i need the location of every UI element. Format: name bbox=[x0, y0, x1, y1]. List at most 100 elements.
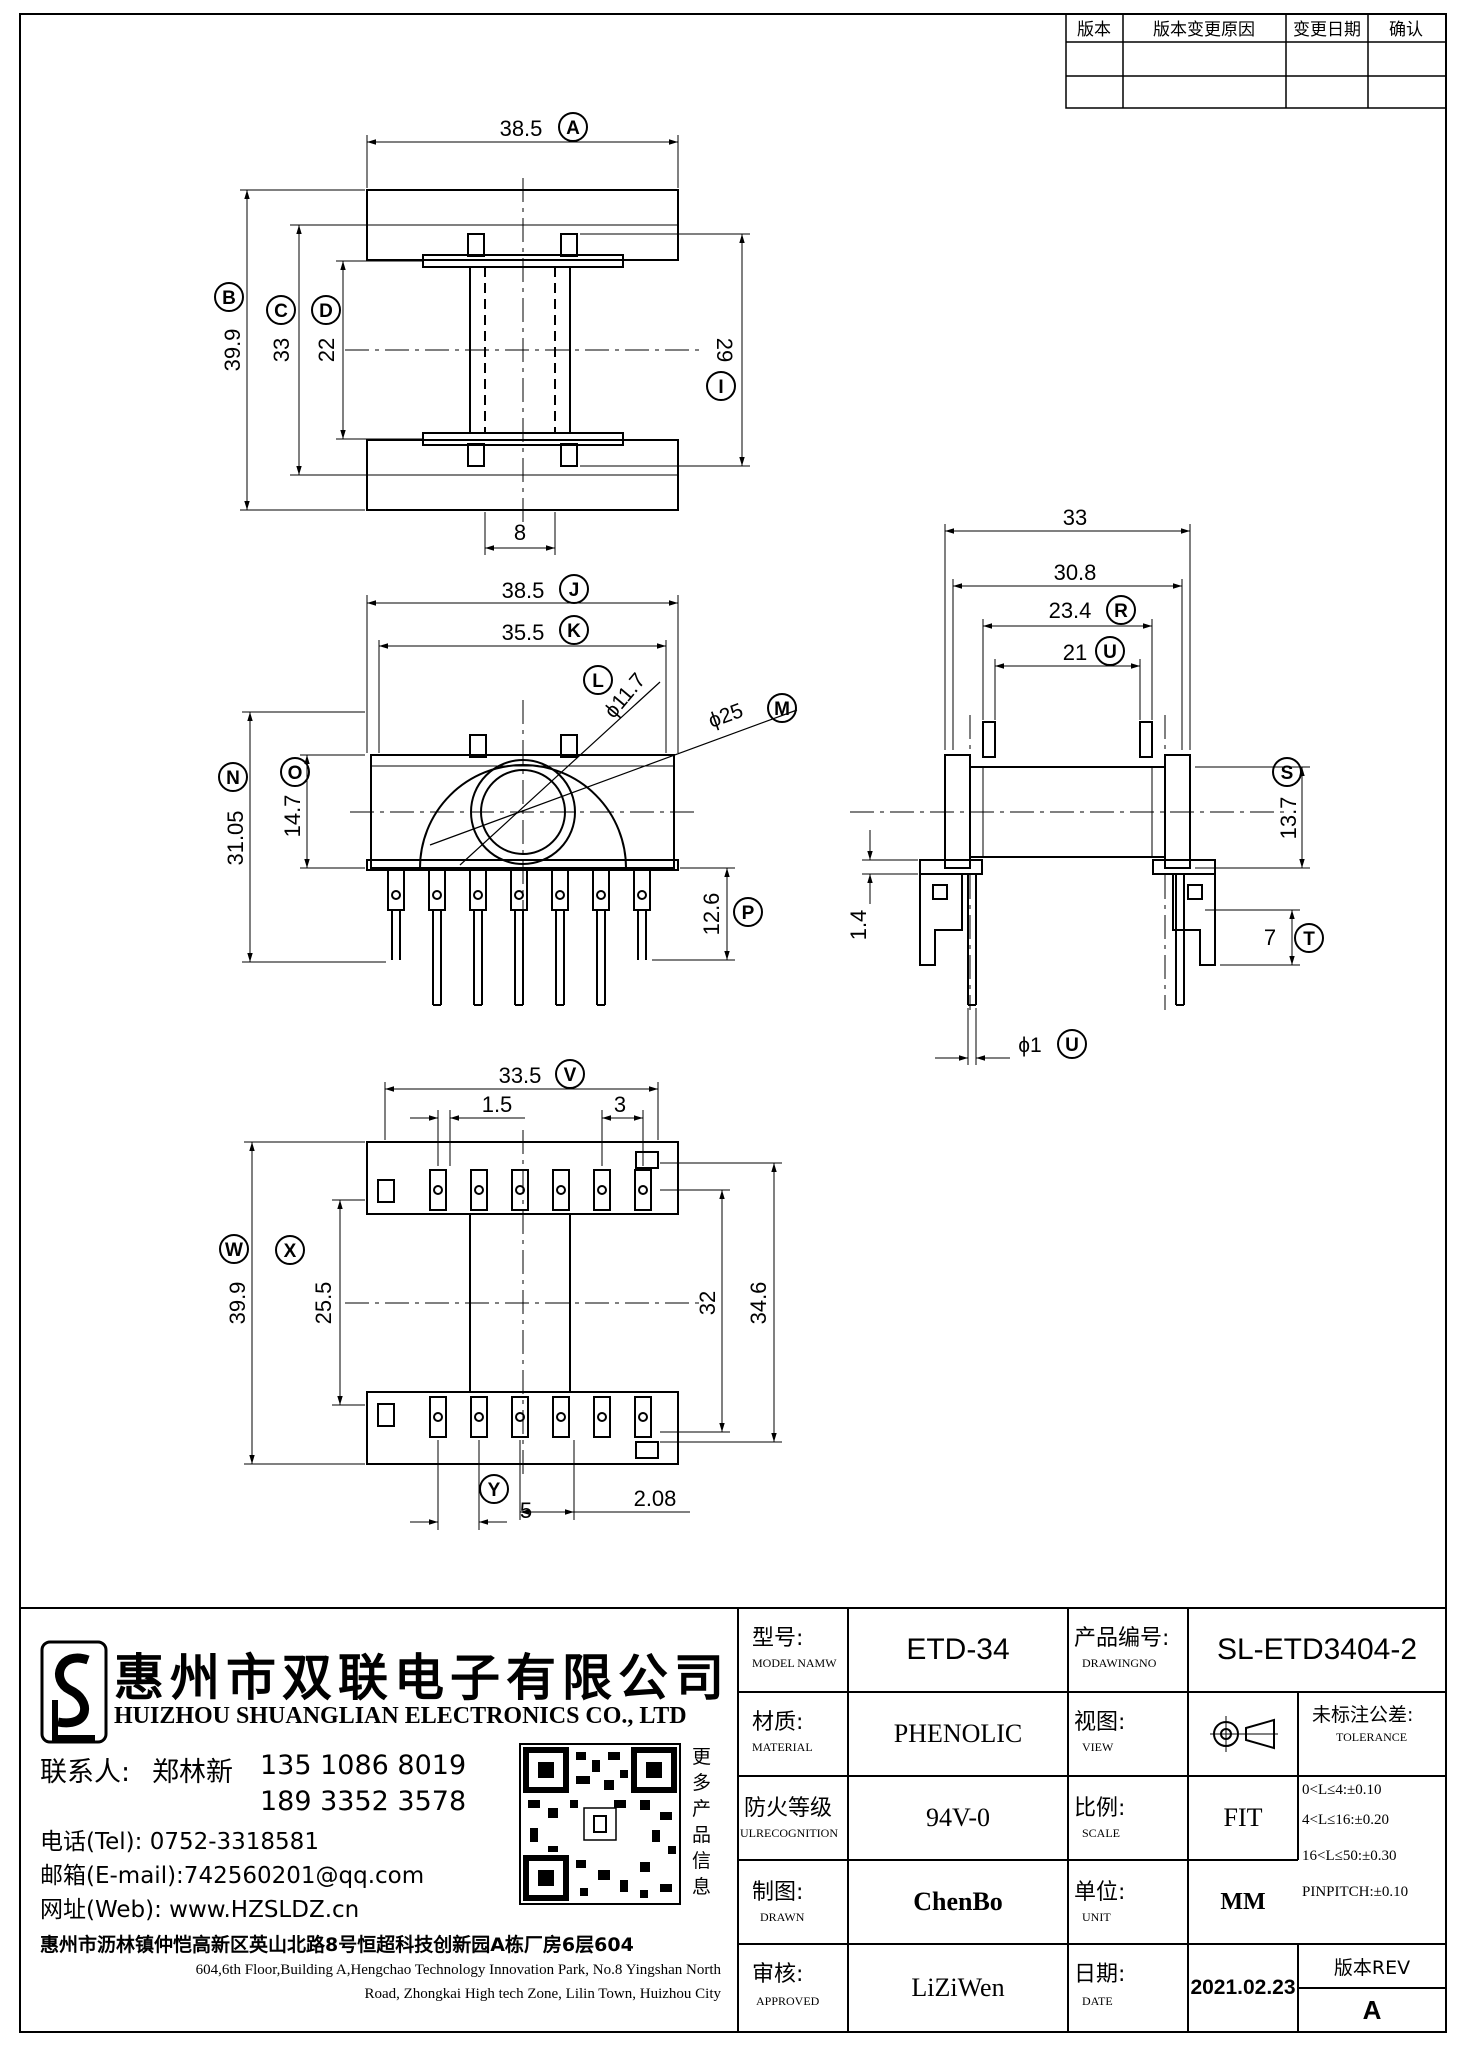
dim-v-value: 33.5 bbox=[499, 1063, 542, 1088]
dim-o-balloon bbox=[280, 757, 310, 787]
unit-label: 单位: bbox=[1074, 1880, 1126, 1905]
dim-m-value: ϕ25 bbox=[705, 699, 746, 733]
dim-pin-dia-value: ϕ1 bbox=[1018, 1034, 1041, 1057]
model-label: 型号: bbox=[752, 1626, 804, 1651]
side-view-dims bbox=[862, 524, 1310, 1065]
dim-l-label: L bbox=[592, 671, 604, 692]
qr-caption-5: 息 bbox=[692, 1876, 712, 1898]
qr-caption-0: 更 bbox=[692, 1746, 712, 1768]
fire-rating-label-en: ULRECOGNITION bbox=[740, 1826, 838, 1840]
scale-label: 比例: bbox=[1074, 1796, 1126, 1821]
dim-i-label: I bbox=[718, 377, 723, 398]
drawn-value: ChenBo bbox=[913, 1887, 1003, 1916]
dim-o-label: O bbox=[288, 763, 303, 784]
dim-x-balloon bbox=[275, 1235, 305, 1265]
dim-p-label: P bbox=[742, 903, 755, 924]
bottom-view bbox=[345, 1130, 700, 1480]
dim-thick-value: 1.4 bbox=[846, 910, 871, 941]
dim-pin-label: U bbox=[1065, 1035, 1079, 1056]
dim-w-value: 39.9 bbox=[225, 1282, 250, 1325]
dim-i-value: 29 bbox=[712, 338, 737, 362]
dim-y-label: Y bbox=[488, 1480, 501, 1501]
dim-u-balloon bbox=[1095, 636, 1125, 666]
company-tel: 电话(Tel): 0752-3318581 bbox=[40, 1829, 319, 1855]
company-logo bbox=[40, 1640, 108, 1744]
dim-c-value: 33 bbox=[269, 338, 294, 362]
dim-pin-balloon bbox=[1057, 1029, 1087, 1059]
model-label-en: MODEL NAMW bbox=[752, 1656, 837, 1670]
drawn-label-en: DRAWN bbox=[760, 1910, 805, 1924]
qr-caption-3: 品 bbox=[692, 1824, 712, 1846]
model-value: ETD-34 bbox=[906, 1633, 1010, 1666]
dim-b-balloon bbox=[214, 282, 244, 312]
view-label-en: VIEW bbox=[1082, 1740, 1114, 1754]
material-label-en: MATERIAL bbox=[752, 1740, 813, 1754]
unit-value: MM bbox=[1220, 1888, 1266, 1915]
approved-label: 审核: bbox=[752, 1962, 804, 1987]
dim-pitch-small-value: 1.5 bbox=[482, 1092, 513, 1117]
company-name-cn: 惠州市双联电子有限公司 bbox=[114, 1649, 730, 1707]
qr-caption-4: 信 bbox=[692, 1850, 712, 1872]
dim-p-balloon bbox=[733, 897, 763, 927]
drawing-number: SL-ETD3404-2 bbox=[1216, 1633, 1418, 1666]
tolerance-line-4: PINPITCH:±0.10 bbox=[1302, 1884, 1409, 1900]
dim-c-label: C bbox=[274, 301, 288, 322]
sheet-border bbox=[19, 13, 1447, 2033]
dim-side-flange-value: 30.8 bbox=[1054, 560, 1097, 585]
fire-rating-value: 94V-0 bbox=[925, 1803, 991, 1832]
contact-label: 联系人: bbox=[40, 1757, 131, 1788]
tolerance-line-2: 4<L≤16:±0.20 bbox=[1302, 1812, 1390, 1828]
front-view-dims bbox=[242, 595, 735, 963]
dim-32-value: 32 bbox=[695, 1291, 720, 1315]
dim-r-label: R bbox=[1114, 601, 1128, 622]
qr-caption-2: 产 bbox=[692, 1798, 712, 1820]
revision-value: A bbox=[1362, 1994, 1382, 2025]
side-view bbox=[850, 715, 1290, 1010]
dim-p-value: 12.6 bbox=[699, 893, 724, 936]
dim-j-balloon bbox=[559, 574, 589, 604]
dim-u-label: U bbox=[1103, 642, 1117, 663]
rev-header-reason: 版本变更原因 bbox=[1153, 20, 1255, 40]
rev-header-confirm: 确认 bbox=[1389, 20, 1423, 40]
tolerance-label-en: TOLERANCE bbox=[1336, 1730, 1408, 1744]
dim-a-label: A bbox=[566, 118, 580, 139]
company-email: 邮箱(E-mail):742560201@qq.com bbox=[40, 1863, 425, 1889]
revision-label: 版本REV bbox=[1333, 1956, 1411, 1979]
dim-b-value: 39.9 bbox=[220, 329, 245, 372]
dim-k-balloon bbox=[559, 615, 589, 645]
address-en-2: Road, Zhongkai High tech Zone, Lilin Tow… bbox=[364, 1986, 721, 2002]
dim-o-value: 14.7 bbox=[280, 795, 305, 838]
qr-code bbox=[519, 1743, 681, 1905]
dim-k-value: 35.5 bbox=[502, 620, 545, 645]
revision-table bbox=[1065, 13, 1447, 109]
dim-n-value: 31.05 bbox=[223, 810, 248, 865]
address-cn: 惠州市沥林镇仲恺高新区英山北路8号恒超科技创新园A栋厂房6层604 bbox=[40, 1934, 634, 1956]
dim-x-value: 25.5 bbox=[311, 1282, 336, 1325]
dim-t-value: 7 bbox=[1264, 925, 1276, 950]
dim-j-label: J bbox=[569, 580, 580, 601]
dim-n-balloon bbox=[218, 762, 248, 792]
dim-n-label: N bbox=[226, 768, 240, 789]
tolerance-label: 未标注公差: bbox=[1312, 1704, 1414, 1726]
top-view-dims bbox=[240, 135, 750, 555]
address-en-1: 604,6th Floor,Building A,Hengchao Techno… bbox=[195, 1962, 721, 1978]
drawn-label: 制图: bbox=[752, 1880, 804, 1905]
dim-d-balloon bbox=[311, 295, 341, 325]
dim-y-balloon bbox=[479, 1474, 509, 1504]
dim-a-value: 38.5 bbox=[500, 116, 543, 141]
fire-rating-label: 防火等级 bbox=[744, 1796, 833, 1821]
dim-j-value: 38.5 bbox=[502, 578, 545, 603]
view-label: 视图: bbox=[1074, 1710, 1126, 1735]
approved-label-en: APPROVED bbox=[756, 1994, 820, 2008]
dim-i-balloon bbox=[706, 371, 736, 401]
dim-pitch5-value: 5 bbox=[520, 1498, 532, 1523]
dim-w-label: W bbox=[225, 1240, 243, 1261]
dim-x-label: X bbox=[284, 1241, 297, 1262]
dim-34-value: 34.6 bbox=[746, 1282, 771, 1325]
rev-header-version: 版本 bbox=[1077, 20, 1111, 40]
top-view bbox=[345, 178, 700, 522]
contact-phone-2: 189 3352 3578 bbox=[260, 1786, 467, 1817]
dim-s-value: 13.7 bbox=[1276, 797, 1301, 840]
drawing-label: 产品编号: bbox=[1074, 1626, 1170, 1651]
